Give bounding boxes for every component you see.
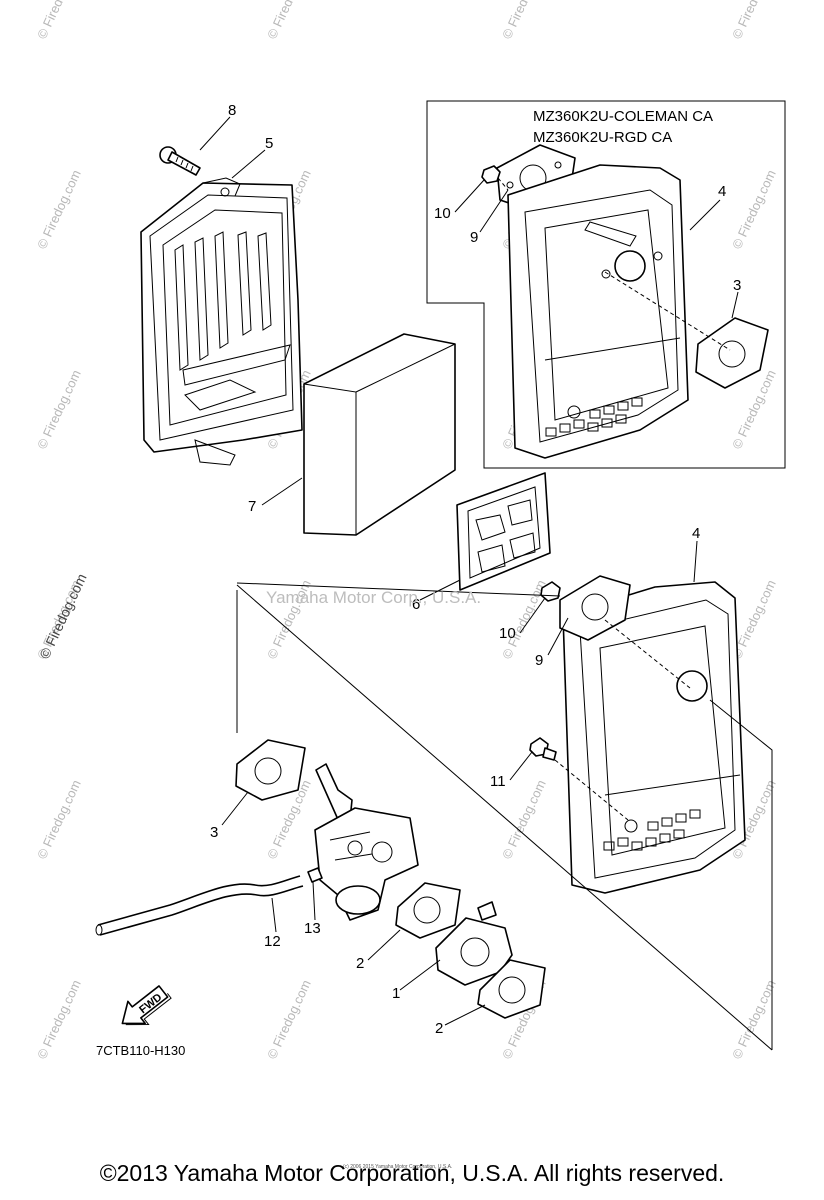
gasket-part-2-lower [477, 959, 546, 1019]
firedog-watermark: © Firedog.com [729, 0, 779, 41]
firedog-watermark: © Firedog.com [34, 977, 84, 1061]
joint-part-4 [562, 581, 746, 894]
filter-element-part-7 [303, 333, 456, 536]
firedog-watermark: © Firedog.com [729, 167, 779, 251]
inset-callout-4: 4 [718, 183, 726, 200]
bolt-part-11 [529, 737, 557, 761]
inset-callout-3: 3 [733, 277, 741, 294]
callout-3: 3 [210, 824, 218, 841]
callout-12: 12 [264, 933, 281, 950]
callout-leaders [199, 116, 739, 1026]
callout-7: 7 [248, 498, 256, 515]
callout-2-lower: 2 [435, 1020, 443, 1037]
inset-gasket-part-3 [695, 317, 769, 389]
side-watermark: © Firedog.com [36, 571, 89, 661]
firedog-watermark: © Firedog.com [34, 367, 84, 451]
tiny-note: (c) 2006 2015 Yamaha Motor Corporation, … [343, 1164, 452, 1170]
gasket-part-3 [235, 739, 306, 801]
carburetor [314, 763, 419, 921]
firedog-watermark: © Firedog.com [264, 977, 314, 1061]
callout-11: 11 [490, 773, 506, 790]
inset-callout-9: 9 [470, 229, 478, 246]
callout-5: 5 [265, 135, 273, 152]
screw-part-8 [159, 146, 201, 176]
firedog-watermark: © Firedog.com [34, 0, 84, 41]
callout-4: 4 [692, 525, 700, 542]
callout-13: 13 [304, 920, 321, 937]
clip-part-13 [307, 867, 323, 883]
inset-model-line-2: MZ360K2U-RGD CA [533, 129, 672, 146]
fuel-hose-part-12 [95, 875, 304, 936]
screen-part-6 [456, 472, 551, 591]
firedog-watermark: © Firedog.com [499, 0, 549, 41]
fwd-arrow-icon: FWD [121, 985, 172, 1026]
callout-6: 6 [412, 596, 420, 613]
reference-line-center [236, 584, 773, 1051]
firedog-watermark: © Firedog.com [34, 167, 84, 251]
callout-1: 1 [392, 985, 400, 1002]
inset-model-line-1: MZ360K2U-COLEMAN CA [533, 108, 713, 125]
firedog-watermark: © Firedog.com [34, 777, 84, 861]
air-cleaner-case-part-5 [140, 177, 303, 466]
firedog-watermark: © Firedog.com [264, 0, 314, 41]
diagram-code: 7CTB110-H130 [96, 1043, 185, 1058]
callout-9: 9 [535, 652, 543, 669]
inset-joint-part-4 [507, 164, 689, 459]
callout-10: 10 [499, 625, 516, 642]
copyright-footer: ©2013 Yamaha Motor Corporation, U.S.A. A… [99, 1160, 725, 1186]
callout-2-upper: 2 [356, 955, 364, 972]
inset-callout-10: 10 [434, 205, 451, 222]
inset-box [426, 100, 786, 469]
gasket-part-9 [559, 575, 631, 641]
inset-nut-part-10 [481, 165, 501, 184]
reference-line-right [709, 699, 773, 1050]
gasket-part-2-upper [395, 882, 461, 939]
reference-line-diagonal [236, 582, 561, 597]
callout-8: 8 [228, 102, 236, 119]
center-watermark: Yamaha Motor Corp., U.S.A. [266, 588, 481, 607]
